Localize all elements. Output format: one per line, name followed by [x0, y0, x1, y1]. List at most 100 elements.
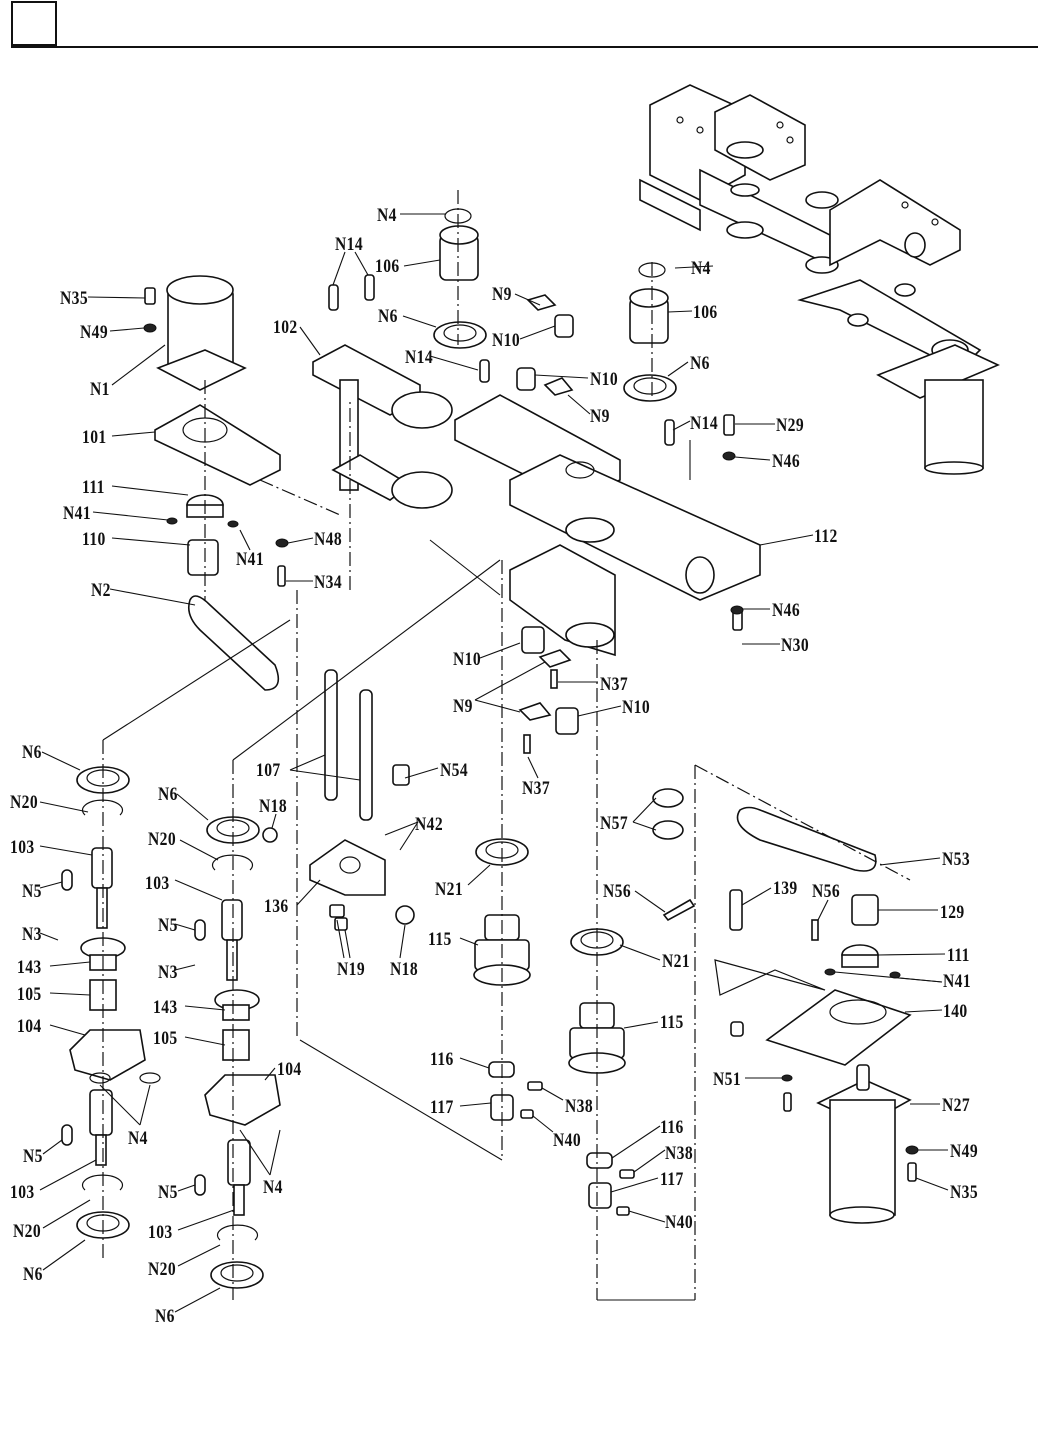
right-motor-assembly [714, 889, 919, 1224]
spindle-column-center [194, 816, 281, 1289]
part-label-107: 107 [256, 760, 281, 781]
part-label-n21: N21 [662, 951, 691, 972]
part-label-n57: N57 [600, 813, 629, 834]
part-label-n3: N3 [158, 962, 178, 983]
part-label-n4: N4 [128, 1128, 148, 1149]
part-label-n49: N49 [80, 322, 109, 343]
part-label-111: 111 [947, 945, 970, 966]
part-label-n46: N46 [772, 600, 801, 621]
part-label-n6: N6 [378, 306, 398, 327]
part-label-n21: N21 [435, 879, 464, 900]
part-label-n10: N10 [453, 649, 482, 670]
part-label-117: 117 [430, 1097, 454, 1118]
frame-102 [312, 274, 453, 509]
part-label-n5: N5 [23, 1146, 43, 1167]
part-label-n40: N40 [665, 1212, 694, 1233]
part-label-n41: N41 [943, 971, 972, 992]
housing-112 [454, 394, 761, 657]
part-label-n40: N40 [553, 1130, 582, 1151]
part-label-103: 103 [10, 837, 35, 858]
part-label-n37: N37 [522, 778, 551, 799]
part-label-110: 110 [82, 529, 106, 550]
part-label-n4: N4 [263, 1177, 283, 1198]
part-label-n20: N20 [148, 829, 177, 850]
part-label-n35: N35 [950, 1182, 979, 1203]
part-label-n4: N4 [691, 258, 711, 279]
part-label-129: 129 [940, 902, 965, 923]
motor-n1 [156, 275, 247, 391]
part-label-104: 104 [17, 1016, 42, 1037]
upper-bearings [433, 208, 744, 631]
bracket-101 [154, 404, 281, 486]
part-label-n56: N56 [812, 881, 841, 902]
part-label-n56: N56 [603, 881, 632, 902]
part-label-n30: N30 [781, 635, 810, 656]
part-label-n27: N27 [942, 1095, 971, 1116]
part-label-n38: N38 [565, 1096, 594, 1117]
part-label-n10: N10 [492, 330, 521, 351]
part-label-n6: N6 [690, 353, 710, 374]
part-label-n5: N5 [22, 881, 42, 902]
part-label-111: 111 [82, 477, 105, 498]
part-label-n5: N5 [158, 915, 178, 936]
belt-n2 [187, 595, 280, 691]
part-label-n41: N41 [63, 503, 92, 524]
part-label-n14: N14 [335, 234, 364, 255]
part-label-101: 101 [82, 427, 107, 448]
part-label-n14: N14 [690, 413, 719, 434]
part-label-n18: N18 [259, 796, 288, 817]
part-label-117: 117 [660, 1169, 684, 1190]
guide-blocks [518, 626, 579, 754]
part-label-n5: N5 [158, 1182, 178, 1203]
part-label-n18: N18 [390, 959, 419, 980]
part-label-105: 105 [17, 984, 42, 1005]
part-label-n37: N37 [600, 674, 629, 695]
belt-n53 [736, 806, 877, 872]
part-label-143: 143 [153, 997, 178, 1018]
part-label-n54: N54 [440, 760, 469, 781]
part-label-n6: N6 [155, 1306, 175, 1327]
part-label-106: 106 [375, 256, 400, 277]
part-label-n34: N34 [314, 572, 343, 593]
part-label-103: 103 [10, 1182, 35, 1203]
part-label-104: 104 [277, 1059, 302, 1080]
part-label-143: 143 [17, 957, 42, 978]
part-label-n20: N20 [148, 1259, 177, 1280]
part-label-n49: N49 [950, 1141, 979, 1162]
part-label-139: 139 [773, 878, 798, 899]
rods-107 [324, 669, 410, 821]
part-label-n6: N6 [23, 1264, 43, 1285]
part-label-n4: N4 [377, 205, 397, 226]
part-label-112: 112 [814, 526, 838, 547]
part-label-n46: N46 [772, 451, 801, 472]
leader-lines [39, 213, 949, 1313]
part-label-116: 116 [660, 1117, 684, 1138]
part-label-n14: N14 [405, 347, 434, 368]
section-number-box [11, 1, 57, 46]
part-label-116: 116 [430, 1049, 454, 1070]
pulley-column-center [473, 838, 543, 1121]
part-label-n20: N20 [10, 792, 39, 813]
part-label-n53: N53 [942, 849, 971, 870]
part-label-n48: N48 [314, 529, 343, 550]
part-label-103: 103 [145, 873, 170, 894]
part-label-n2: N2 [91, 580, 111, 601]
part-label-n6: N6 [158, 784, 178, 805]
part-label-n19: N19 [337, 959, 366, 980]
part-label-n10: N10 [622, 697, 651, 718]
part-label-n9: N9 [453, 696, 473, 717]
part-label-106: 106 [693, 302, 718, 323]
block-136 [262, 827, 415, 931]
part-label-n10: N10 [590, 369, 619, 390]
part-label-n42: N42 [415, 814, 444, 835]
header-rule [11, 46, 1038, 48]
part-label-n1: N1 [90, 379, 110, 400]
part-label-105: 105 [153, 1028, 178, 1049]
part-label-n29: N29 [776, 415, 805, 436]
part-label-n20: N20 [13, 1221, 42, 1242]
part-label-102: 102 [273, 317, 298, 338]
assembled-unit-illustration [639, 84, 1000, 475]
part-label-140: 140 [943, 1001, 968, 1022]
part-label-n9: N9 [590, 406, 610, 427]
